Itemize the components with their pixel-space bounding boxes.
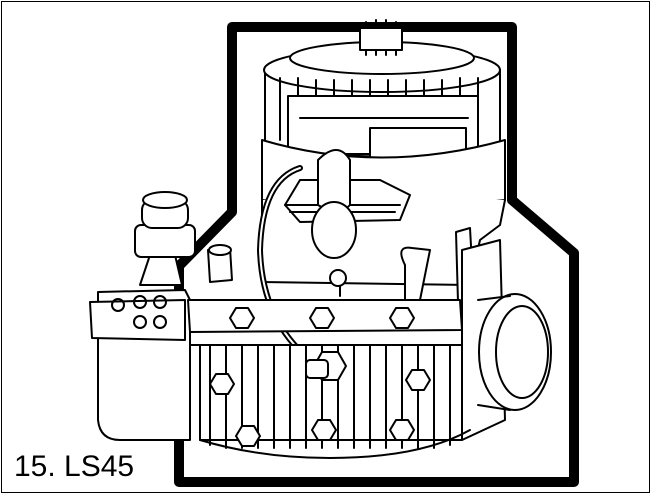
flywheel-shroud <box>261 19 506 209</box>
cylinder-fins <box>199 344 463 449</box>
engine-base <box>199 429 471 459</box>
mounting-bracket <box>187 299 463 346</box>
fin-bolts <box>209 369 431 447</box>
bolt-heads <box>229 307 415 329</box>
output-shaft-housing <box>461 239 552 441</box>
engine-body <box>261 149 506 303</box>
figure-caption: 15. LS45 <box>14 450 135 483</box>
fuel-tank <box>89 191 233 441</box>
highlight-outline <box>174 22 579 487</box>
